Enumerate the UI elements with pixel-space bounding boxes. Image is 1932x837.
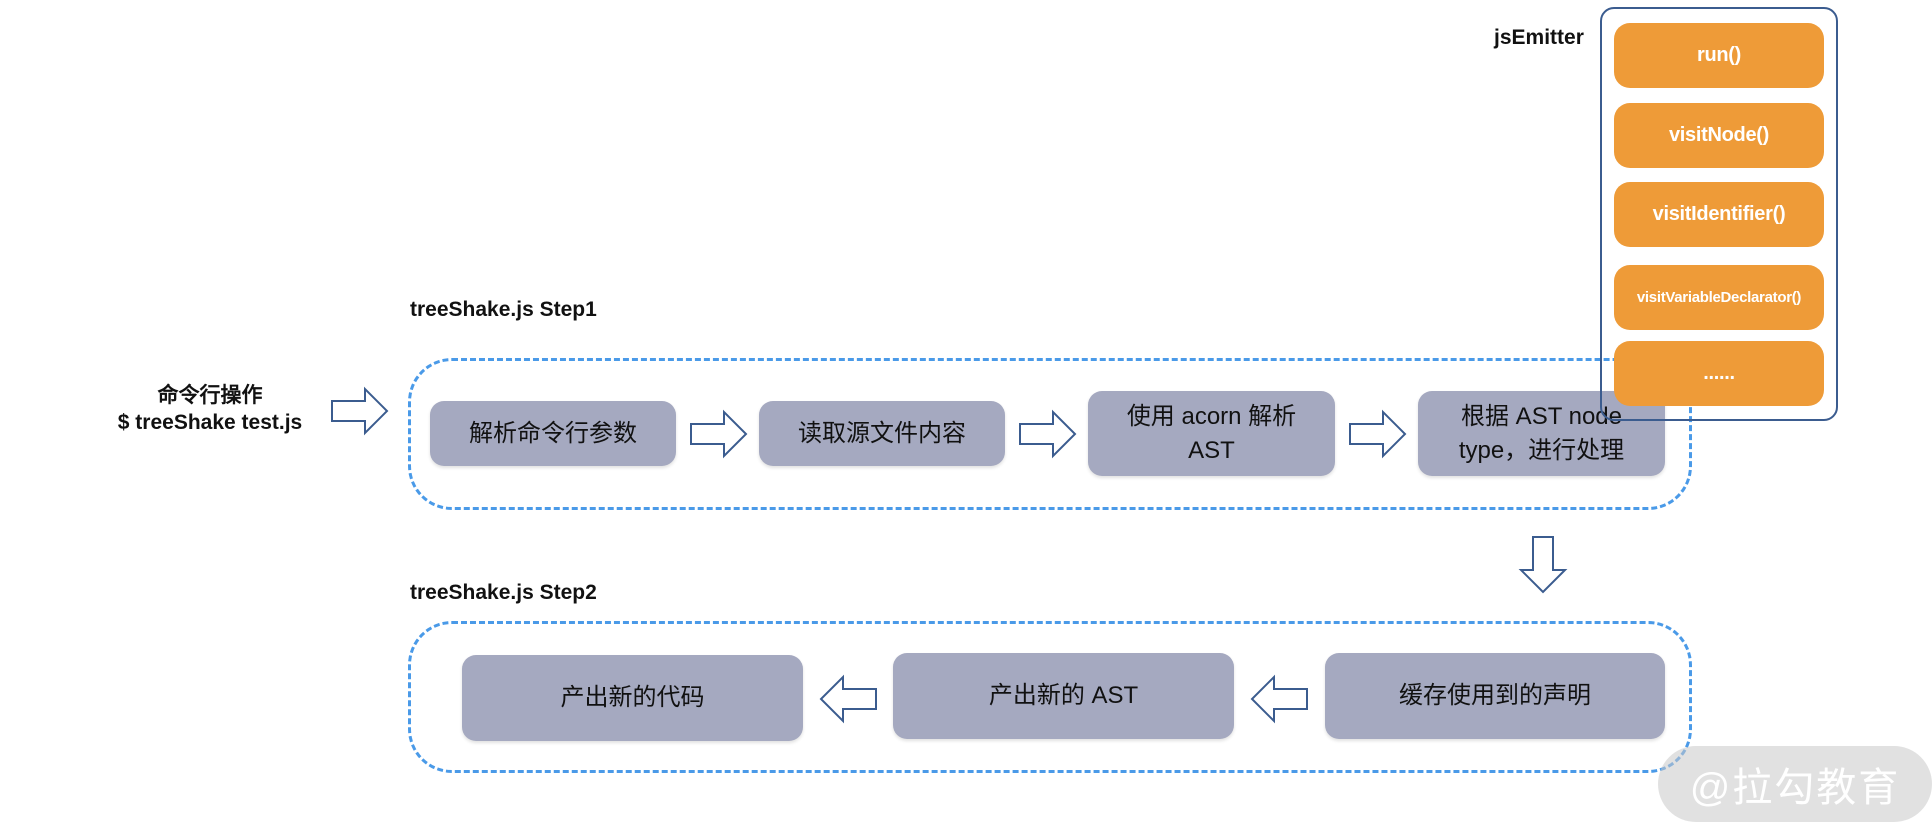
emitter-method-visit-variable-declarator: visitVariableDeclarator() [1614,265,1824,330]
left-arrow-icon [819,674,877,724]
step1-container [408,358,1692,510]
step1-box-read-source: 读取源文件内容 [759,401,1005,466]
command-description: 命令行操作 $ treeShake test.js [100,382,320,437]
watermark: @拉勾教育 [1658,746,1932,822]
step1-label: treeShake.js Step1 [410,298,597,321]
left-arrow-icon [1250,674,1308,724]
command-title: 命令行操作 [157,384,263,407]
down-arrow-icon [1518,536,1568,594]
step1-box-acorn-parse-label: 使用 acorn 解析 AST [1126,402,1297,464]
emitter-method-more: ...... [1614,341,1824,406]
right-arrow-icon [1019,409,1077,459]
right-arrow-icon [1349,409,1407,459]
right-arrow-icon [331,386,389,436]
emitter-title: jsEmitter [1494,26,1584,49]
command-line: $ treeShake test.js [117,411,303,435]
step2-container [408,621,1692,773]
right-arrow-icon [690,409,748,459]
emitter-method-run: run() [1614,23,1824,88]
step2-box-cache-declarations: 缓存使用到的声明 [1325,653,1665,739]
step2-box-new-ast: 产出新的 AST [893,653,1234,739]
emitter-method-visit-identifier: visitIdentifier() [1614,182,1824,247]
emitter-method-visit-node: visitNode() [1614,103,1824,168]
step2-box-new-code: 产出新的代码 [462,655,803,741]
emitter-container [1600,7,1838,421]
step1-box-acorn-parse: 使用 acorn 解析 AST [1088,391,1335,476]
step1-box-parse-args: 解析命令行参数 [430,401,676,466]
step2-label: treeShake.js Step2 [410,581,597,604]
